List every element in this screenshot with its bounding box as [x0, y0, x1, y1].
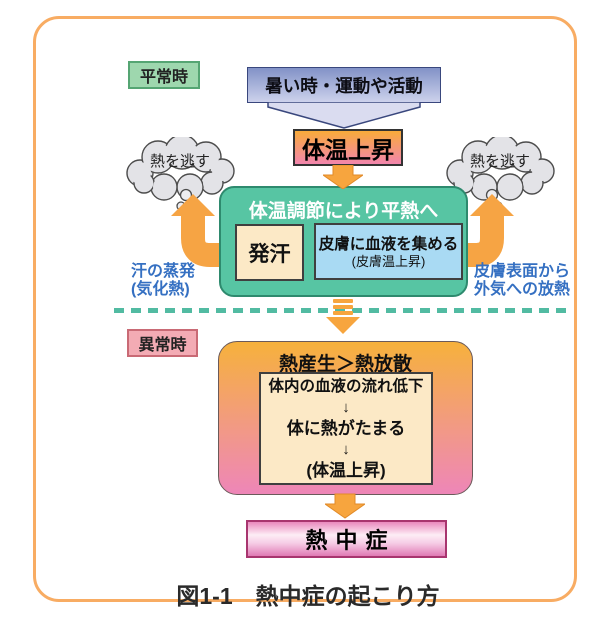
- temp-rise-box: 体温上昇: [293, 129, 403, 166]
- sweating-box: 発汗: [235, 224, 304, 281]
- heat-release-arrow-icon: [171, 194, 226, 267]
- radiation-note-line2: 外気への放熱: [474, 281, 571, 298]
- evaporation-note: 汗の蒸発 (気化熱): [131, 263, 195, 299]
- down-block-arrow-icon: [323, 165, 363, 189]
- state-divider: [114, 308, 569, 313]
- normal-state-label: 平常時: [128, 61, 200, 89]
- down-arrow-glyph: ↓: [342, 440, 350, 458]
- accumulation-step-2: 体に熱がたまる: [286, 418, 406, 438]
- transition-arrow-icon: [326, 299, 360, 334]
- heat-trigger-box: 暑い時・運動や活動: [247, 67, 441, 103]
- down-arrow-glyph: ↓: [342, 398, 350, 416]
- abnormal-state-label: 異常時: [127, 329, 198, 357]
- heat-accumulation-box: 体内の血液の流れ低下 ↓ 体に熱がたまる ↓ (体温上昇): [259, 372, 433, 485]
- cloud-icon: [126, 137, 235, 211]
- radiation-note-line1: 皮膚表面から: [474, 263, 571, 280]
- skin-blood-box: 皮膚に血液を集める (皮膚温上昇): [314, 223, 463, 280]
- skin-blood-line2: (皮膚温上昇): [351, 253, 426, 269]
- evaporation-note-line1: 汗の蒸発: [131, 263, 196, 280]
- heat-release-arrow-icon: [459, 194, 514, 267]
- radiation-note: 皮膚表面から 外気への放熱: [474, 263, 570, 299]
- down-block-arrow-icon: [325, 493, 365, 519]
- figure-card: 平常時 暑い時・運動や活動 体温上昇: [33, 16, 577, 609]
- skin-blood-line1: 皮膚に血液を集める: [318, 235, 459, 253]
- heat-imbalance-title: 熱産生＞熱放散: [278, 354, 412, 375]
- figure-caption: 図1-1 熱中症の起こり方: [176, 583, 440, 609]
- heat-imbalance-box: 熱産生＞熱放散 体内の血液の流れ低下 ↓ 体に熱がたまる ↓ (体温上昇): [218, 341, 473, 495]
- accumulation-step-3: (体温上昇): [306, 460, 386, 480]
- accumulation-step-1: 体内の血液の流れ低下: [268, 377, 424, 395]
- evaporation-note-line2: (気化熱): [131, 281, 190, 298]
- right-cloud-label: 熱を逃す: [469, 153, 530, 170]
- down-arrow-icon: [267, 102, 421, 129]
- heatstroke-box: 熱中症: [246, 520, 447, 558]
- regulation-title: 体温調節により平熱へ: [248, 201, 439, 222]
- left-cloud-label: 熱を逃す: [149, 153, 210, 170]
- cloud-icon: [446, 137, 555, 211]
- regulation-box: 体温調節により平熱へ 発汗 皮膚に血液を集める (皮膚温上昇): [219, 186, 468, 297]
